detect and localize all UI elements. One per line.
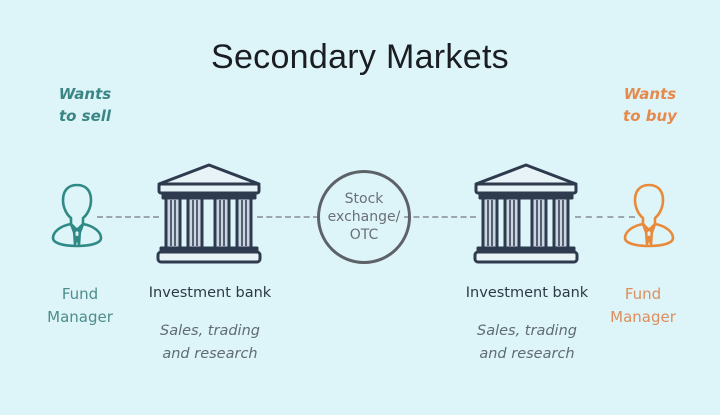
buyer-person-icon [622, 182, 676, 248]
buyer-role-line2: Manager [610, 308, 676, 326]
connector-seller-bank [97, 216, 159, 218]
page-title: Secondary Markets [210, 38, 509, 76]
exchange-label-line1: Stock [344, 191, 384, 207]
buyer-intent-line1: Wants [623, 85, 677, 103]
buyer-intent: Wants to buy [610, 83, 690, 127]
right-bank-description: Sales, trading and research [447, 320, 607, 366]
seller-intent-line1: Wants [58, 85, 112, 103]
left-bank-description: Sales, trading and research [130, 320, 290, 366]
right-bank-description-line1: Sales, trading [477, 323, 577, 339]
buyer-intent-line2: to buy [623, 107, 677, 125]
seller-role-line1: Fund [61, 285, 99, 303]
seller-intent-line2: to sell [58, 107, 112, 125]
seller-role-line2: Manager [47, 308, 113, 326]
connector-exchange-bank [404, 216, 476, 218]
exchange-label-line2: exchange/ [327, 209, 401, 225]
connector-bank-buyer [575, 216, 635, 218]
left-bank-description-line2: and research [162, 346, 258, 362]
seller-person-icon [50, 182, 104, 248]
left-bank-description-line1: Sales, trading [160, 323, 260, 339]
left-bank-label: Investment bank [148, 285, 272, 301]
exchange-label-line3: OTC [349, 227, 379, 243]
stock-exchange-node: Stock exchange/ OTC [317, 170, 411, 264]
right-bank-label: Investment bank [465, 285, 589, 301]
left-bank-building-icon [156, 162, 262, 264]
right-bank-building-icon [473, 162, 579, 264]
right-bank-description-line2: and research [479, 346, 575, 362]
seller-intent: Wants to sell [45, 83, 125, 127]
connector-bank-exchange [257, 216, 319, 218]
seller-role-label: Fund Manager [35, 283, 125, 329]
buyer-role-line1: Fund [624, 285, 662, 303]
buyer-role-label: Fund Manager [598, 283, 688, 329]
